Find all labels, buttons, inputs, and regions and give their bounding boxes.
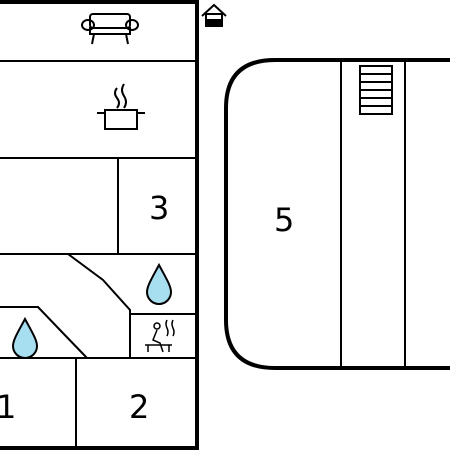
right-building-outer-wall [224,58,450,370]
water-drop-icon [11,316,39,359]
wall-bathroom-diagonal [0,306,88,359]
water-drop-icon [145,262,173,305]
room-label-3: 3 [149,189,169,227]
wall-hall-diagonal [67,253,131,358]
left-building-outer-wall [0,0,199,450]
room-label-2: 2 [129,388,149,426]
sauna-icon [145,319,175,353]
sofa-icon [81,13,139,45]
cooking-pot-icon [97,83,145,130]
house-entrance-icon [201,3,227,27]
room-label-5: 5 [274,201,294,239]
right-building: 5 [224,58,450,370]
left-building: 1 2 3 [0,0,199,450]
stairs-icon [359,65,393,115]
room-label-1: 1 [0,388,16,426]
